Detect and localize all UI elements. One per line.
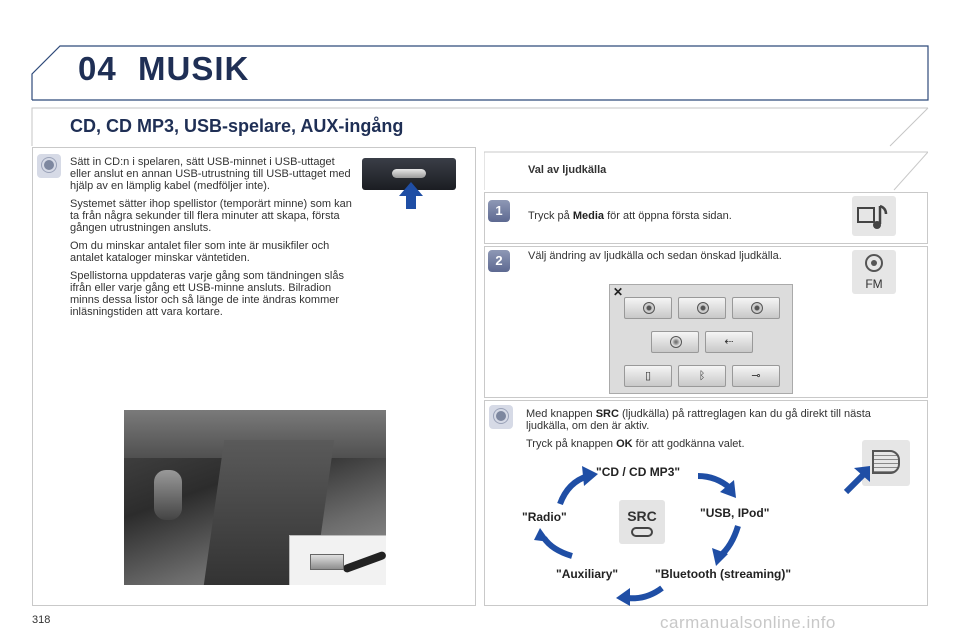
close-icon[interactable]: ✕ [613,285,624,299]
tip-panel [484,400,928,606]
arrow-usb-to-bt-head [712,548,728,566]
section-title: CD, CD MP3, USB-spelare, AUX-ingång [70,116,404,136]
src-cycle-arrows [534,466,741,606]
usb-cable-illustration [341,550,386,574]
tip-line-1: Med knappen SRC (ljudkälla) på rattregla… [526,408,906,432]
text-fragment: Tryck på knappen [526,438,617,450]
eject-button-illustration [392,169,426,178]
chapter-number: 04 [78,50,117,87]
gear-lever-illustration [154,470,182,520]
src-label: SRC [595,408,619,420]
bluetooth-icon: ᛒ [698,370,706,382]
lightbulb-icon [489,405,513,429]
source-cd-button[interactable] [624,297,672,319]
source-media-button[interactable] [651,331,699,353]
source-aux-button[interactable]: ⊸ [732,365,780,387]
usb-inset [289,535,386,585]
arrow-bt-to-aux-head [616,588,630,606]
step-2-text: Välj ändring av ljudkälla och sedan önsk… [528,250,782,262]
paragraph: Spellistorna uppdateras varje gång som t… [70,270,344,318]
chapter-title: MUSIK [138,50,250,87]
car-console-photo [124,410,386,585]
radio-wave-icon [865,254,883,272]
disc-icon [643,302,655,314]
usb-icon: ⇠ [724,336,734,348]
src-key-icon: SRC [619,500,665,544]
watermark: carmanualsonline.info [660,613,836,632]
step-2-panel [484,246,928,398]
source-cd-mp3-button[interactable] [678,297,726,319]
media-disc-icon [670,336,682,348]
right-heading: Val av ljudkälla [528,164,607,176]
step-1-panel [484,192,928,244]
wheel-grip-icon [872,450,900,474]
arrow-cd-to-usb [697,473,732,491]
paragraph: Sätt in CD:n i spelaren, sätt USB-minnet… [70,156,351,192]
source-selection-grid: ✕ ⇠ ▯ ᛒ ⊸ [609,284,793,394]
src-label-cd: "CD / CD MP3" [596,465,681,479]
ipod-icon: ▯ [644,370,652,382]
text-fragment: Med knappen [526,408,596,420]
arrow-aux-to-radio-head [534,528,550,542]
source-disc-button[interactable] [732,297,780,319]
src-label-auxiliary: "Auxiliary" [556,567,619,581]
ok-label: OK [616,438,633,450]
text-fragment: för att öppna första sidan. [604,210,732,222]
src-key-label: SRC [627,508,657,524]
text-fragment: Tryck på [528,210,573,222]
arrow-radio-to-cd-head [582,466,598,486]
step-2-badge: 2 [488,250,510,272]
fm-radio-icon: FM [852,250,896,294]
left-panel [32,147,476,606]
source-bluetooth-button[interactable]: ᛒ [678,365,726,387]
diagonal-arrow-icon [843,466,870,495]
disc-icon [751,302,763,314]
page-number: 318 [32,614,51,626]
src-label-bluetooth: "Bluetooth (streaming)" [655,567,792,581]
arrow-usb-to-bt [717,525,741,559]
arrow-cd-to-usb-head [720,480,736,498]
src-label-radio: "Radio" [522,510,567,524]
header-frame [31,45,929,147]
text-fragment: (ljudkälla) på rattreglagen kan du gå di… [526,408,871,432]
source-ipod-button[interactable]: ▯ [624,365,672,387]
arrow-bt-to-aux [627,585,664,602]
arrow-stem [406,195,416,209]
usb-plug-icon [310,554,344,570]
tip-line-2: Tryck på knappen OK för att godkänna val… [526,438,906,450]
lightbulb-icon [37,154,61,178]
paragraph: Om du minskar antalet filer som inte är … [70,240,330,264]
step-1-text: Tryck på Media för att öppna första sida… [528,210,838,222]
disc-icon [697,302,709,314]
source-usb-button[interactable]: ⇠ [705,331,753,353]
phone-pill-icon [631,527,653,537]
step-1-badge: 1 [488,200,510,222]
media-label: Media [572,210,605,222]
right-heading-frame [484,151,928,191]
left-panel-text: Sätt in CD:n i spelaren, sätt USB-minnet… [70,156,354,324]
music-note-icon [857,204,888,229]
arrow-up-icon [399,182,423,196]
aux-jack-icon: ⊸ [751,370,761,382]
tip-text: Med knappen SRC (ljudkälla) på rattregla… [526,408,906,456]
text-fragment: för att godkänna valet. [632,438,745,450]
media-icon [852,196,896,236]
paragraph: Systemet sätter ihop spellistor (temporä… [70,198,352,234]
fm-label: FM [865,277,883,291]
src-label-usb: "USB, IPod" [700,506,770,520]
